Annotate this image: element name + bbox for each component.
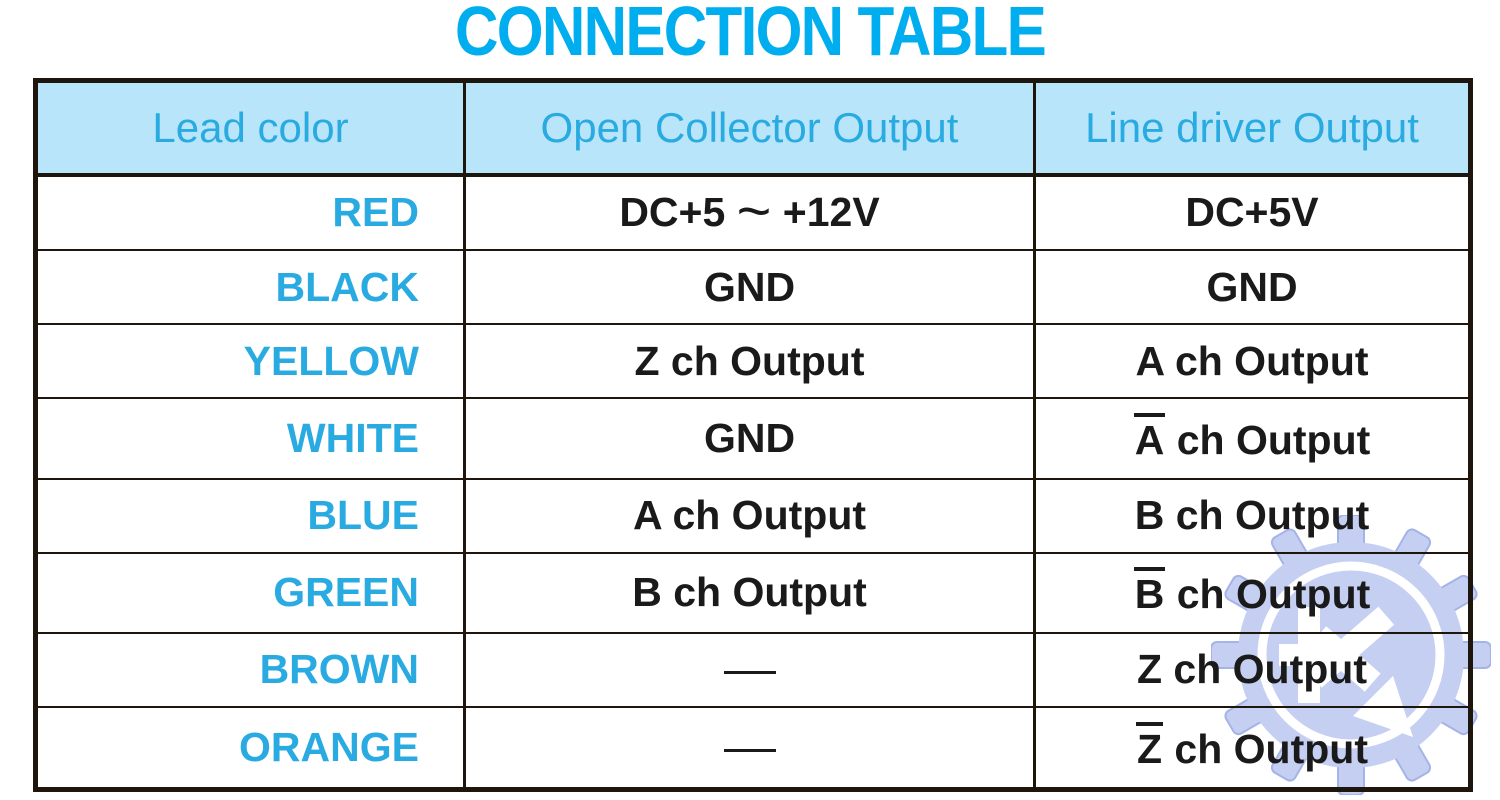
open-collector-cell (463, 631, 1036, 708)
open-collector-cell: GND (463, 249, 1036, 326)
lead-color-cell: GREEN (33, 551, 466, 634)
lead-color-cell: WHITE (33, 397, 466, 480)
open-collector-cell: DC+5 ~ +12V (463, 173, 1036, 252)
lead-color-cell: BLUE (33, 477, 466, 554)
lead-color-cell: ORANGE (33, 705, 466, 792)
lead-color-cell: RED (33, 173, 466, 252)
overline-letter: B (1133, 567, 1166, 615)
header-open-collector-output: Open Collector Output (463, 78, 1036, 177)
connection-table: Lead color Open Collector Output Line dr… (33, 78, 1473, 792)
lead-color-cell: BLACK (33, 249, 466, 326)
open-collector-cell (463, 705, 1036, 792)
table-row: BROWN Z ch Output (33, 631, 1473, 708)
table-row: ORANGE Z ch Output (33, 705, 1473, 792)
lead-color-cell: YELLOW (33, 323, 466, 400)
header-line-driver-output: Line driver Output (1033, 78, 1473, 177)
overline-letter: A (1133, 412, 1166, 461)
open-collector-cell: B ch Output (463, 551, 1036, 634)
open-collector-cell: A ch Output (463, 477, 1036, 554)
line-driver-cell: A ch Output (1033, 397, 1473, 480)
line-driver-cell: DC+5V (1033, 173, 1473, 252)
dash-placeholder (723, 671, 776, 675)
dash-placeholder (723, 748, 776, 752)
line-driver-cell: B ch Output (1033, 477, 1473, 554)
page-title: CONNECTION TABLE (454, 0, 1047, 70)
line-driver-cell: Z ch Output (1033, 631, 1473, 708)
lead-color-cell: BROWN (33, 631, 466, 708)
open-collector-cell: Z ch Output (463, 323, 1036, 400)
header-lead-color: Lead color (33, 78, 466, 177)
line-driver-cell: GND (1033, 249, 1473, 326)
line-driver-cell: Z ch Output (1033, 705, 1473, 792)
line-driver-cell: A ch Output (1033, 323, 1473, 400)
overline-letter: Z (1135, 721, 1164, 770)
open-collector-cell: GND (463, 397, 1036, 480)
line-driver-cell: B ch Output (1033, 551, 1473, 634)
header-row: Lead color Open Collector Output Line dr… (33, 78, 1473, 177)
